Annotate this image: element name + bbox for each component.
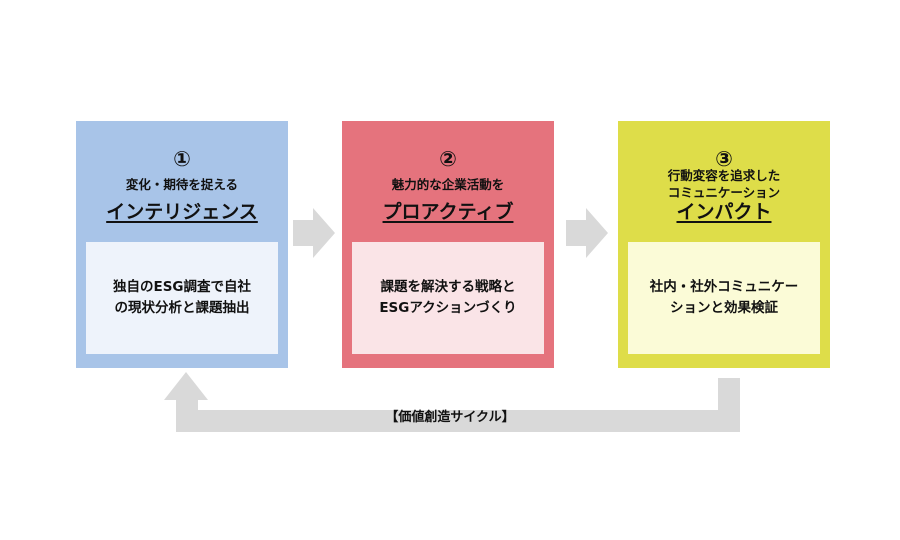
step-3-number: ③ [715,147,733,171]
step-3-body: 社内・社外コミュニケー ションと効果検証 [628,242,820,354]
step-1-subtitle: 変化・期待を捉える [125,177,239,192]
arrow-right-icon [566,208,608,258]
step-3-title: インパクト [676,201,772,223]
step-3-subtitle: 行動変容を追求した コミュニケーション [667,168,781,200]
step-3-title-wrap: インパクト [618,201,830,223]
step-1-number: ① [173,147,191,171]
step-2-number: ② [439,147,457,171]
step-2-body: 課題を解決する戦略と ESGアクションづくり [352,242,544,354]
step-2-title-wrap: プロアクティブ [342,201,554,223]
step-1-title: インテリジェンス [106,201,258,223]
step-1-body: 独自のESG調査で自社 の現状分析と課題抽出 [86,242,278,354]
step-1-title-wrap: インテリジェンス [76,201,288,223]
step-1-box: ① 変化・期待を捉える インテリジェンス 独自のESG調査で自社 の現状分析と課… [76,121,288,368]
step-3-box: ③ 行動変容を追求した コミュニケーション インパクト 社内・社外コミュニケー … [618,121,830,368]
cycle-label: 【価値創造サイクル】 [385,410,515,425]
step-2-subtitle: 魅力的な企業活動を [391,177,505,192]
step-2-title: プロアクティブ [382,201,514,223]
step-2-box: ② 魅力的な企業活動を プロアクティブ 課題を解決する戦略と ESGアクションづ… [342,121,554,368]
arrow-right-icon [293,208,335,258]
